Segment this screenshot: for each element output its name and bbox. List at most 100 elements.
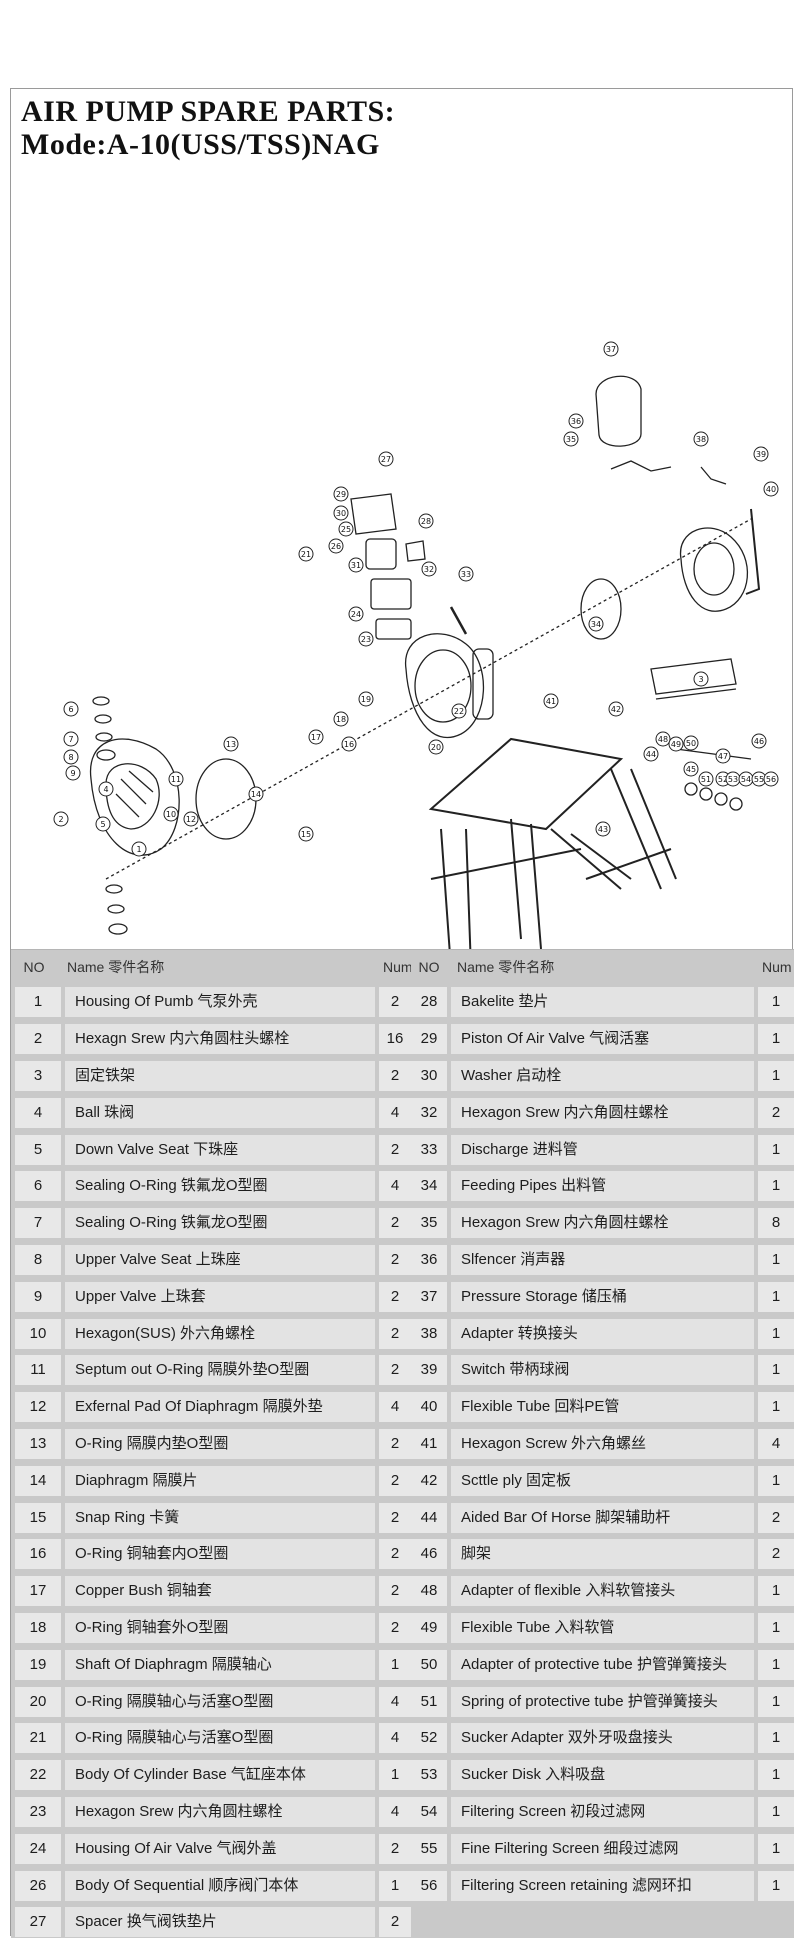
part-quantity: 1 [758, 1760, 794, 1791]
callout-label: 49 [671, 740, 681, 749]
right-pump-housing [679, 527, 749, 612]
part-number: 56 [411, 1870, 447, 1901]
callout-circle [168, 771, 184, 787]
part-quantity: 1 [758, 1576, 794, 1607]
part-quantity: 4 [379, 1686, 411, 1717]
part-name: Sealing O-Ring 铁氟龙O型圈 [65, 1208, 375, 1239]
part-number: 53 [411, 1760, 447, 1791]
part-quantity: 2 [379, 1134, 411, 1165]
part-number: 55 [411, 1833, 447, 1864]
callout-label: 11 [171, 775, 181, 784]
part-number: 33 [411, 1134, 447, 1165]
header-name: Name 零件名称 [457, 959, 555, 975]
part-number: 20 [15, 1686, 61, 1717]
part-name: Hexagn Srew 内六角圆柱头螺栓 [65, 1024, 375, 1055]
part-number: 13 [15, 1428, 61, 1459]
callout-label: 50 [686, 739, 696, 748]
callout-label: 2 [58, 815, 63, 824]
part-number: 4 [15, 1097, 61, 1128]
part-number: 38 [411, 1318, 447, 1349]
part-name: Sealing O-Ring 铁氟龙O型圈 [65, 1171, 375, 1202]
callout-circle [248, 786, 264, 802]
part-name: Hexagon Srew 内六角圆柱螺栓 [451, 1097, 754, 1128]
part-quantity: 1 [758, 987, 794, 1018]
exploded-view-diagram: 1234567891011121314151617181920212223242… [53, 341, 779, 949]
part-name: O-Ring 隔膜内垫O型圈 [65, 1428, 375, 1459]
callout-label: 56 [766, 775, 776, 784]
part-name: O-Ring 铜轴套内O型圈 [65, 1539, 375, 1570]
callout-label: 4 [103, 785, 108, 794]
part-number: 26 [15, 1870, 61, 1901]
part-name: Septum out O-Ring 隔膜外垫O型圈 [65, 1355, 375, 1386]
callout-circle [595, 821, 611, 837]
callout-label: 17 [311, 733, 321, 742]
callout-circle [333, 486, 349, 502]
part-name: Hexagon(SUS) 外六角螺栓 [65, 1318, 375, 1349]
part-name: O-Ring 隔膜轴心与活塞O型圈 [65, 1723, 375, 1754]
part-number: 1 [15, 987, 61, 1018]
title-line-1: AIR PUMP SPARE PARTS: [21, 95, 396, 128]
callout-circle [715, 748, 731, 764]
part-name: Sucker Disk 入料吸盘 [451, 1760, 754, 1791]
part-number: 44 [411, 1502, 447, 1533]
part-name: Adapter of protective tube 护管弹簧接头 [451, 1649, 754, 1680]
callout-label: 36 [571, 417, 581, 426]
part-quantity: 2 [379, 1244, 411, 1275]
part-quantity: 2 [379, 1428, 411, 1459]
callout-circle [341, 736, 357, 752]
part-name: Housing Of Pumb 气泵外壳 [65, 987, 375, 1018]
part-number: 40 [411, 1392, 447, 1423]
callout-circle [348, 606, 364, 622]
callout-label: 15 [301, 830, 311, 839]
callout-label: 55 [754, 775, 764, 784]
part-name: Piston Of Air Valve 气阀活塞 [451, 1024, 754, 1055]
cylinder-base [405, 633, 494, 739]
part-name: Housing Of Air Valve 气阀外盖 [65, 1833, 375, 1864]
suction-hose-kit [675, 748, 752, 811]
part-quantity: 2 [379, 1060, 411, 1091]
part-number: 5 [15, 1134, 61, 1165]
callout-circle [358, 691, 374, 707]
part-quantity: 1 [758, 1392, 794, 1423]
callout-label: 35 [566, 435, 576, 444]
part-name: Filtering Screen 初段过滤网 [451, 1796, 754, 1827]
part-number: 54 [411, 1796, 447, 1827]
callout-circle [763, 481, 779, 497]
part-number: 16 [15, 1539, 61, 1570]
callout-circle [668, 736, 684, 752]
callout-circle [183, 811, 199, 827]
part-name: O-Ring 隔膜轴心与活塞O型圈 [65, 1686, 375, 1717]
air-valve-stack [350, 493, 468, 640]
callout-circle [298, 826, 314, 842]
diaphragm-right [580, 578, 622, 640]
callout-label: 22 [454, 707, 464, 716]
header-num: Num [762, 959, 792, 975]
part-name: Filtering Screen retaining 滤网环扣 [451, 1870, 754, 1901]
part-quantity: 1 [758, 1612, 794, 1643]
part-name: O-Ring 铜轴套外O型圈 [65, 1612, 375, 1643]
part-quantity: 16 [379, 1024, 411, 1055]
part-quantity: 1 [379, 1649, 411, 1680]
part-number: 29 [411, 1024, 447, 1055]
callout-circle [65, 765, 81, 781]
diaphragm-left [195, 758, 257, 840]
part-quantity: 2 [379, 1833, 411, 1864]
part-number: 42 [411, 1465, 447, 1496]
part-name: Spacer 换气阀铁垫片 [65, 1907, 375, 1938]
header-no: NO [418, 959, 440, 975]
allen-key [745, 508, 761, 595]
callout-circle [63, 749, 79, 765]
callout-circle [543, 693, 559, 709]
callout-label: 24 [351, 610, 361, 619]
callout-label: 54 [741, 775, 751, 784]
